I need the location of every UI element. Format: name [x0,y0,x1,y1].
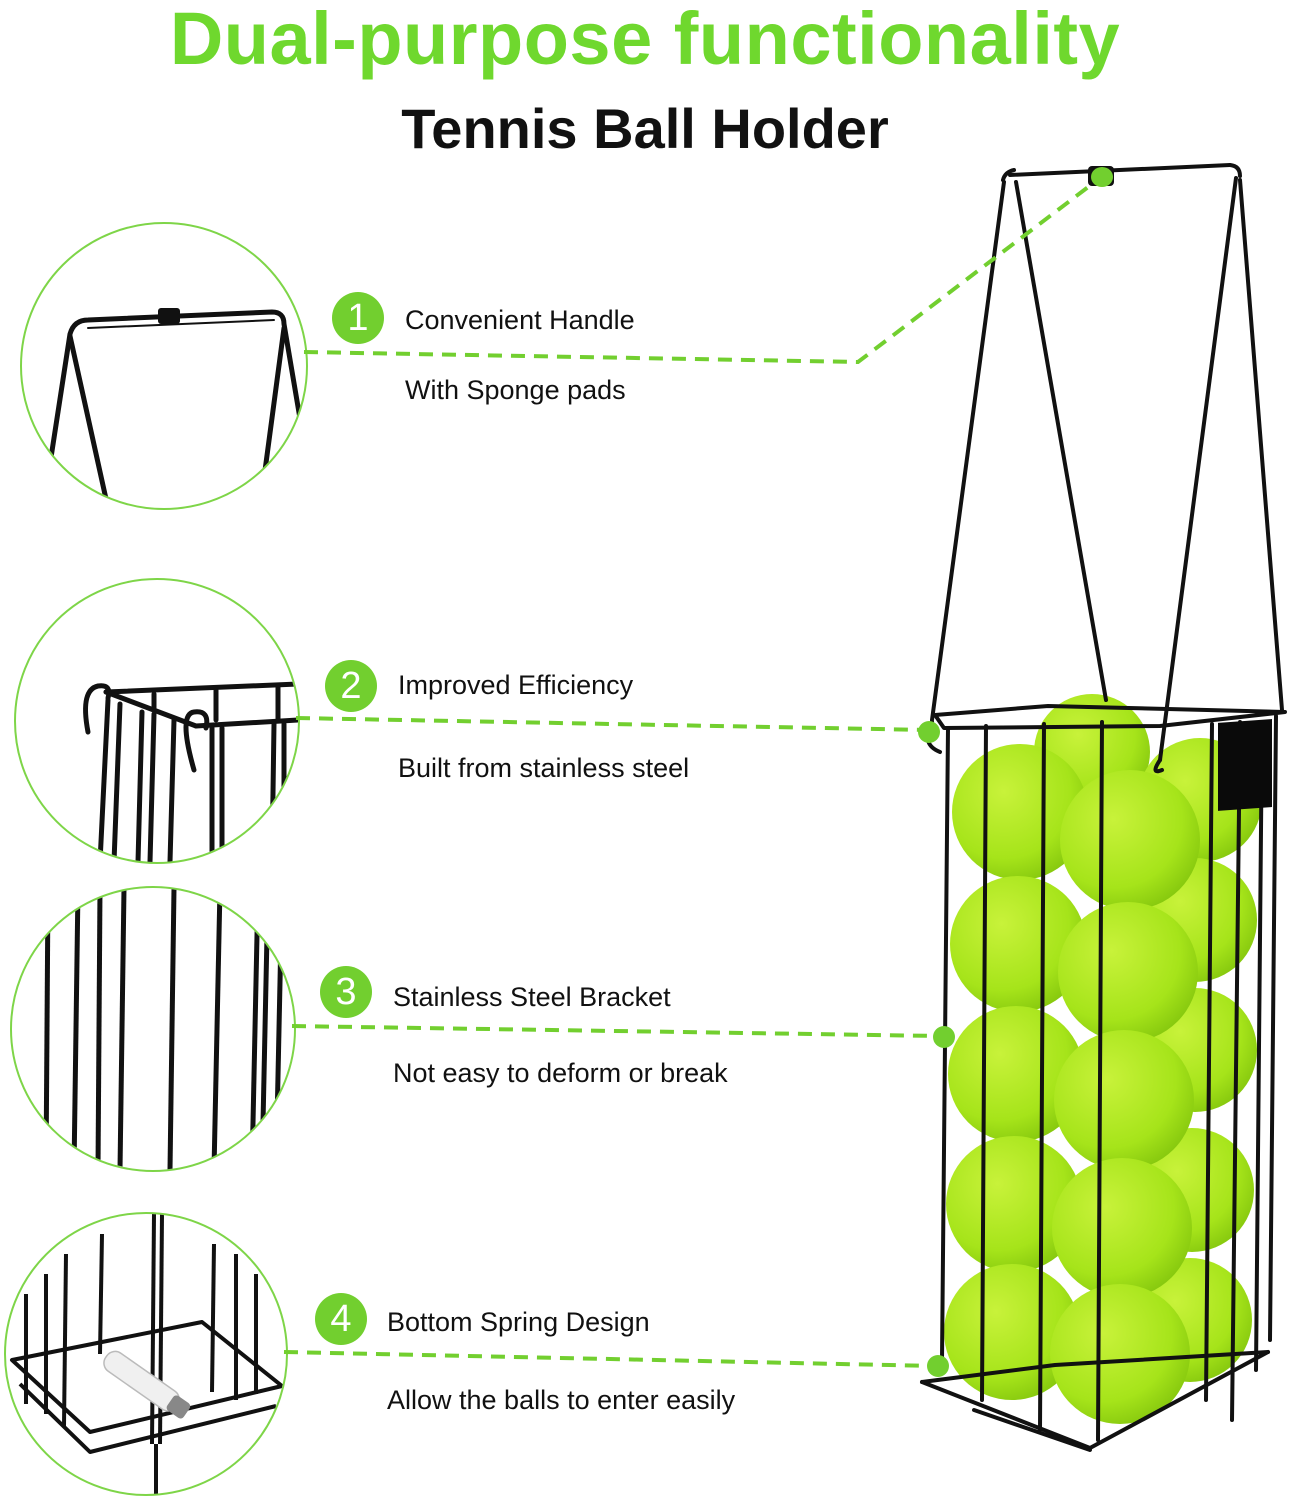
page-title: Dual-purpose functionality [169,0,1121,80]
inset-handle-closeup [20,222,308,510]
connector-lines [283,176,1102,1368]
feature-3-subtitle: Not easy to deform or break [393,1058,728,1088]
feature-4-number-badge: 4 [315,1293,367,1345]
sponge-pad [1218,719,1272,811]
connector-dots [918,167,1113,1377]
feature-3-title: Stainless Steel Bracket [393,982,671,1012]
hook-closeup-icon [83,681,298,862]
page-subtitle: Tennis Ball Holder [401,97,889,160]
inset-hook-closeup [14,578,300,864]
feature-1-number-badge: 1 [332,292,384,344]
feature-2-title: Improved Efficiency [398,670,634,700]
feature-3-number-badge: 3 [320,966,372,1018]
feature-1-title: Convenient Handle [405,305,635,335]
feature-4-subtitle: Allow the balls to enter easily [387,1385,736,1415]
wire-basket [920,163,1287,1452]
feature-4-title: Bottom Spring Design [387,1307,650,1337]
feature-2-number-badge: 2 [325,660,377,712]
spring-base-closeup-icon [10,1214,284,1494]
feature-2-subtitle: Built from stainless steel [398,753,690,783]
feature-1-subtitle: With Sponge pads [405,375,626,405]
inset-spring-base-closeup [4,1212,288,1496]
